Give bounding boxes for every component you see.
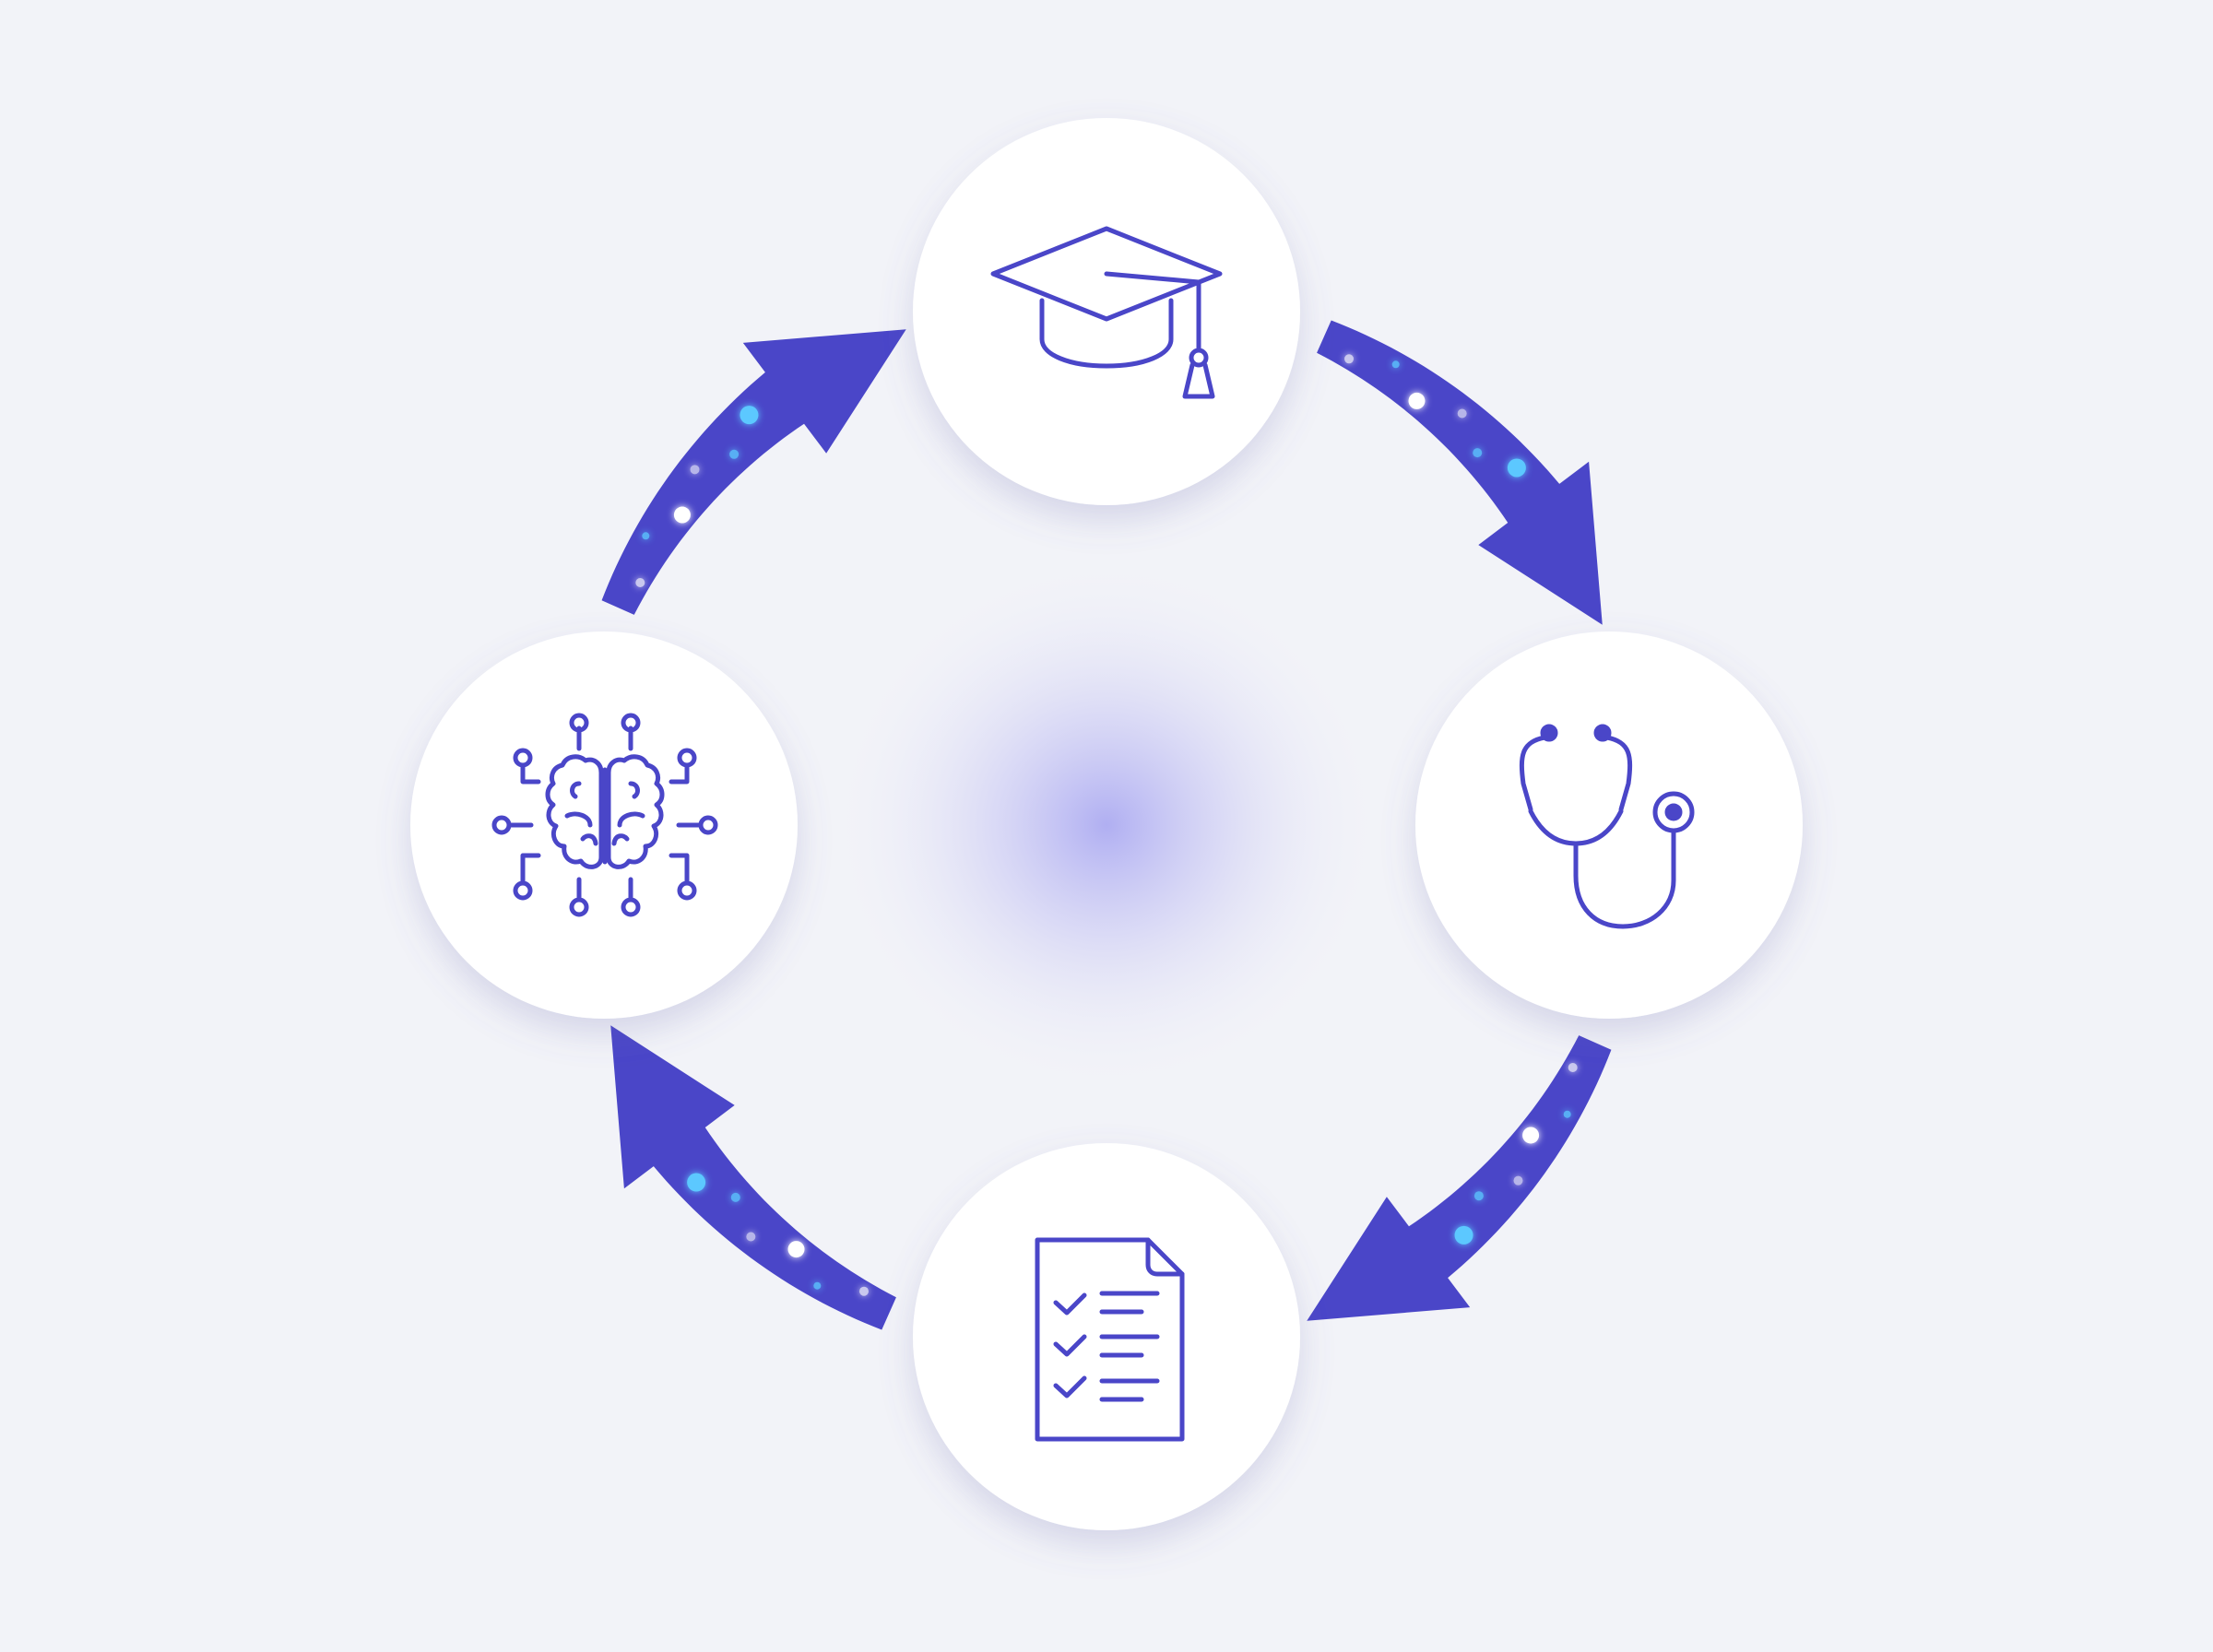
arrow-particle-dot [690, 465, 700, 475]
arrow-particle-dot [1513, 1175, 1523, 1186]
arrow-particle-dot [1473, 448, 1483, 458]
arrow-particle-dot [1344, 354, 1355, 364]
cycle-arrows [601, 320, 1612, 1330]
arrow-ai-to-education [601, 329, 906, 615]
arrow-particle-dot [1391, 360, 1400, 369]
node-diagnosis [1415, 631, 1803, 1019]
arrow-particle-dot [1522, 1127, 1540, 1144]
center-glow [830, 558, 1383, 1092]
arrow-particle-dot [1473, 1191, 1484, 1201]
arrow-particle-dot [740, 406, 759, 425]
arrow-particle-dot [1457, 408, 1467, 419]
arrow-particle-dot [787, 1241, 805, 1258]
arrow-education-to-diagnosis [1317, 320, 1603, 625]
ai-brain-circuit-icon [491, 713, 718, 917]
node-education [913, 118, 1300, 505]
arrow-checklist-to-ai [610, 1025, 896, 1330]
arrow-particle-dot [1563, 1110, 1571, 1118]
arrow-particle-dot [642, 532, 650, 540]
graduation-cap-icon [990, 226, 1223, 399]
arrow-diagnosis-to-checklist [1307, 1035, 1612, 1321]
arrow-particle-dot [746, 1232, 756, 1242]
arrow-particle-dot [813, 1281, 822, 1290]
arrow-particle-dot [1568, 1063, 1578, 1073]
arrow-particle-dot [1454, 1225, 1473, 1245]
arrow-particle-dot [858, 1286, 869, 1296]
arrow-particle-dot [1408, 392, 1426, 409]
arrow-particle-dot [687, 1173, 706, 1192]
arrow-particle-dot [1507, 458, 1526, 478]
arrow-particle-dot [730, 1192, 740, 1202]
arrow-particle-dot [673, 506, 691, 524]
stethoscope-icon [1519, 724, 1695, 929]
arrow-particle-dot [729, 449, 740, 459]
arrow-particle-dot [635, 577, 645, 587]
checklist-document-icon [1035, 1237, 1185, 1442]
